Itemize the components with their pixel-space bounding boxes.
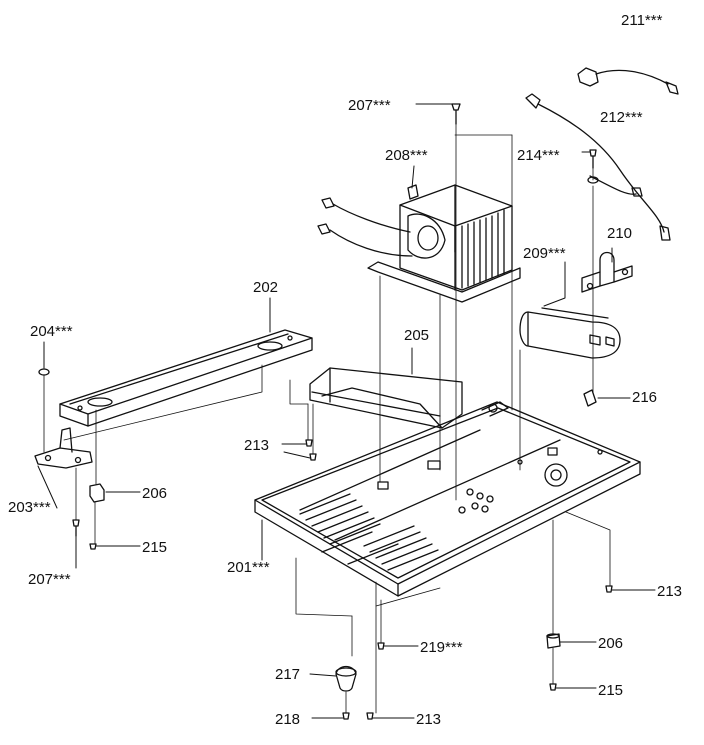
callout-label: 202 <box>253 279 278 296</box>
callout-label: 209*** <box>523 245 566 262</box>
callout-label: 206 <box>142 485 167 502</box>
transformer-leads <box>317 197 413 257</box>
partition <box>309 367 463 429</box>
hardware <box>38 103 613 720</box>
hinge-bracket <box>34 427 93 469</box>
callout-label: 206 <box>598 635 623 652</box>
callout-label: 216 <box>632 389 657 406</box>
callout-label: 217 <box>275 666 300 683</box>
callout-label: 201*** <box>227 559 270 576</box>
capacitor-bracket <box>581 251 633 293</box>
callout-label: 208*** <box>385 147 428 164</box>
callout-label: 204*** <box>30 323 73 340</box>
diode <box>577 67 679 95</box>
callout-label: 219*** <box>420 639 463 656</box>
callout-label: 213 <box>657 583 682 600</box>
callout-label: 213 <box>244 437 269 454</box>
callout-label: 207*** <box>28 571 71 588</box>
callout-labels: 211*** 212*** 207*** 208*** 214*** 210 2… <box>8 12 682 728</box>
rail <box>59 329 313 427</box>
callout-label: 210 <box>607 225 632 242</box>
transformer <box>367 184 521 303</box>
callout-label: 215 <box>598 682 623 699</box>
leader-lines <box>37 103 656 719</box>
assembly-lines <box>43 123 611 714</box>
callout-label: 214*** <box>517 147 560 164</box>
callout-label: 207*** <box>348 97 391 114</box>
callout-label: 212*** <box>600 109 643 126</box>
callout-label: 213 <box>416 711 441 728</box>
capacitor <box>519 307 621 359</box>
callout-label: 215 <box>142 539 167 556</box>
callout-label: 211*** <box>621 12 663 29</box>
wire-harness <box>525 93 671 241</box>
callout-label: 218 <box>275 711 300 728</box>
callout-label: 205 <box>404 327 429 344</box>
base-plate <box>254 401 641 597</box>
callout-label: 203*** <box>8 499 51 516</box>
